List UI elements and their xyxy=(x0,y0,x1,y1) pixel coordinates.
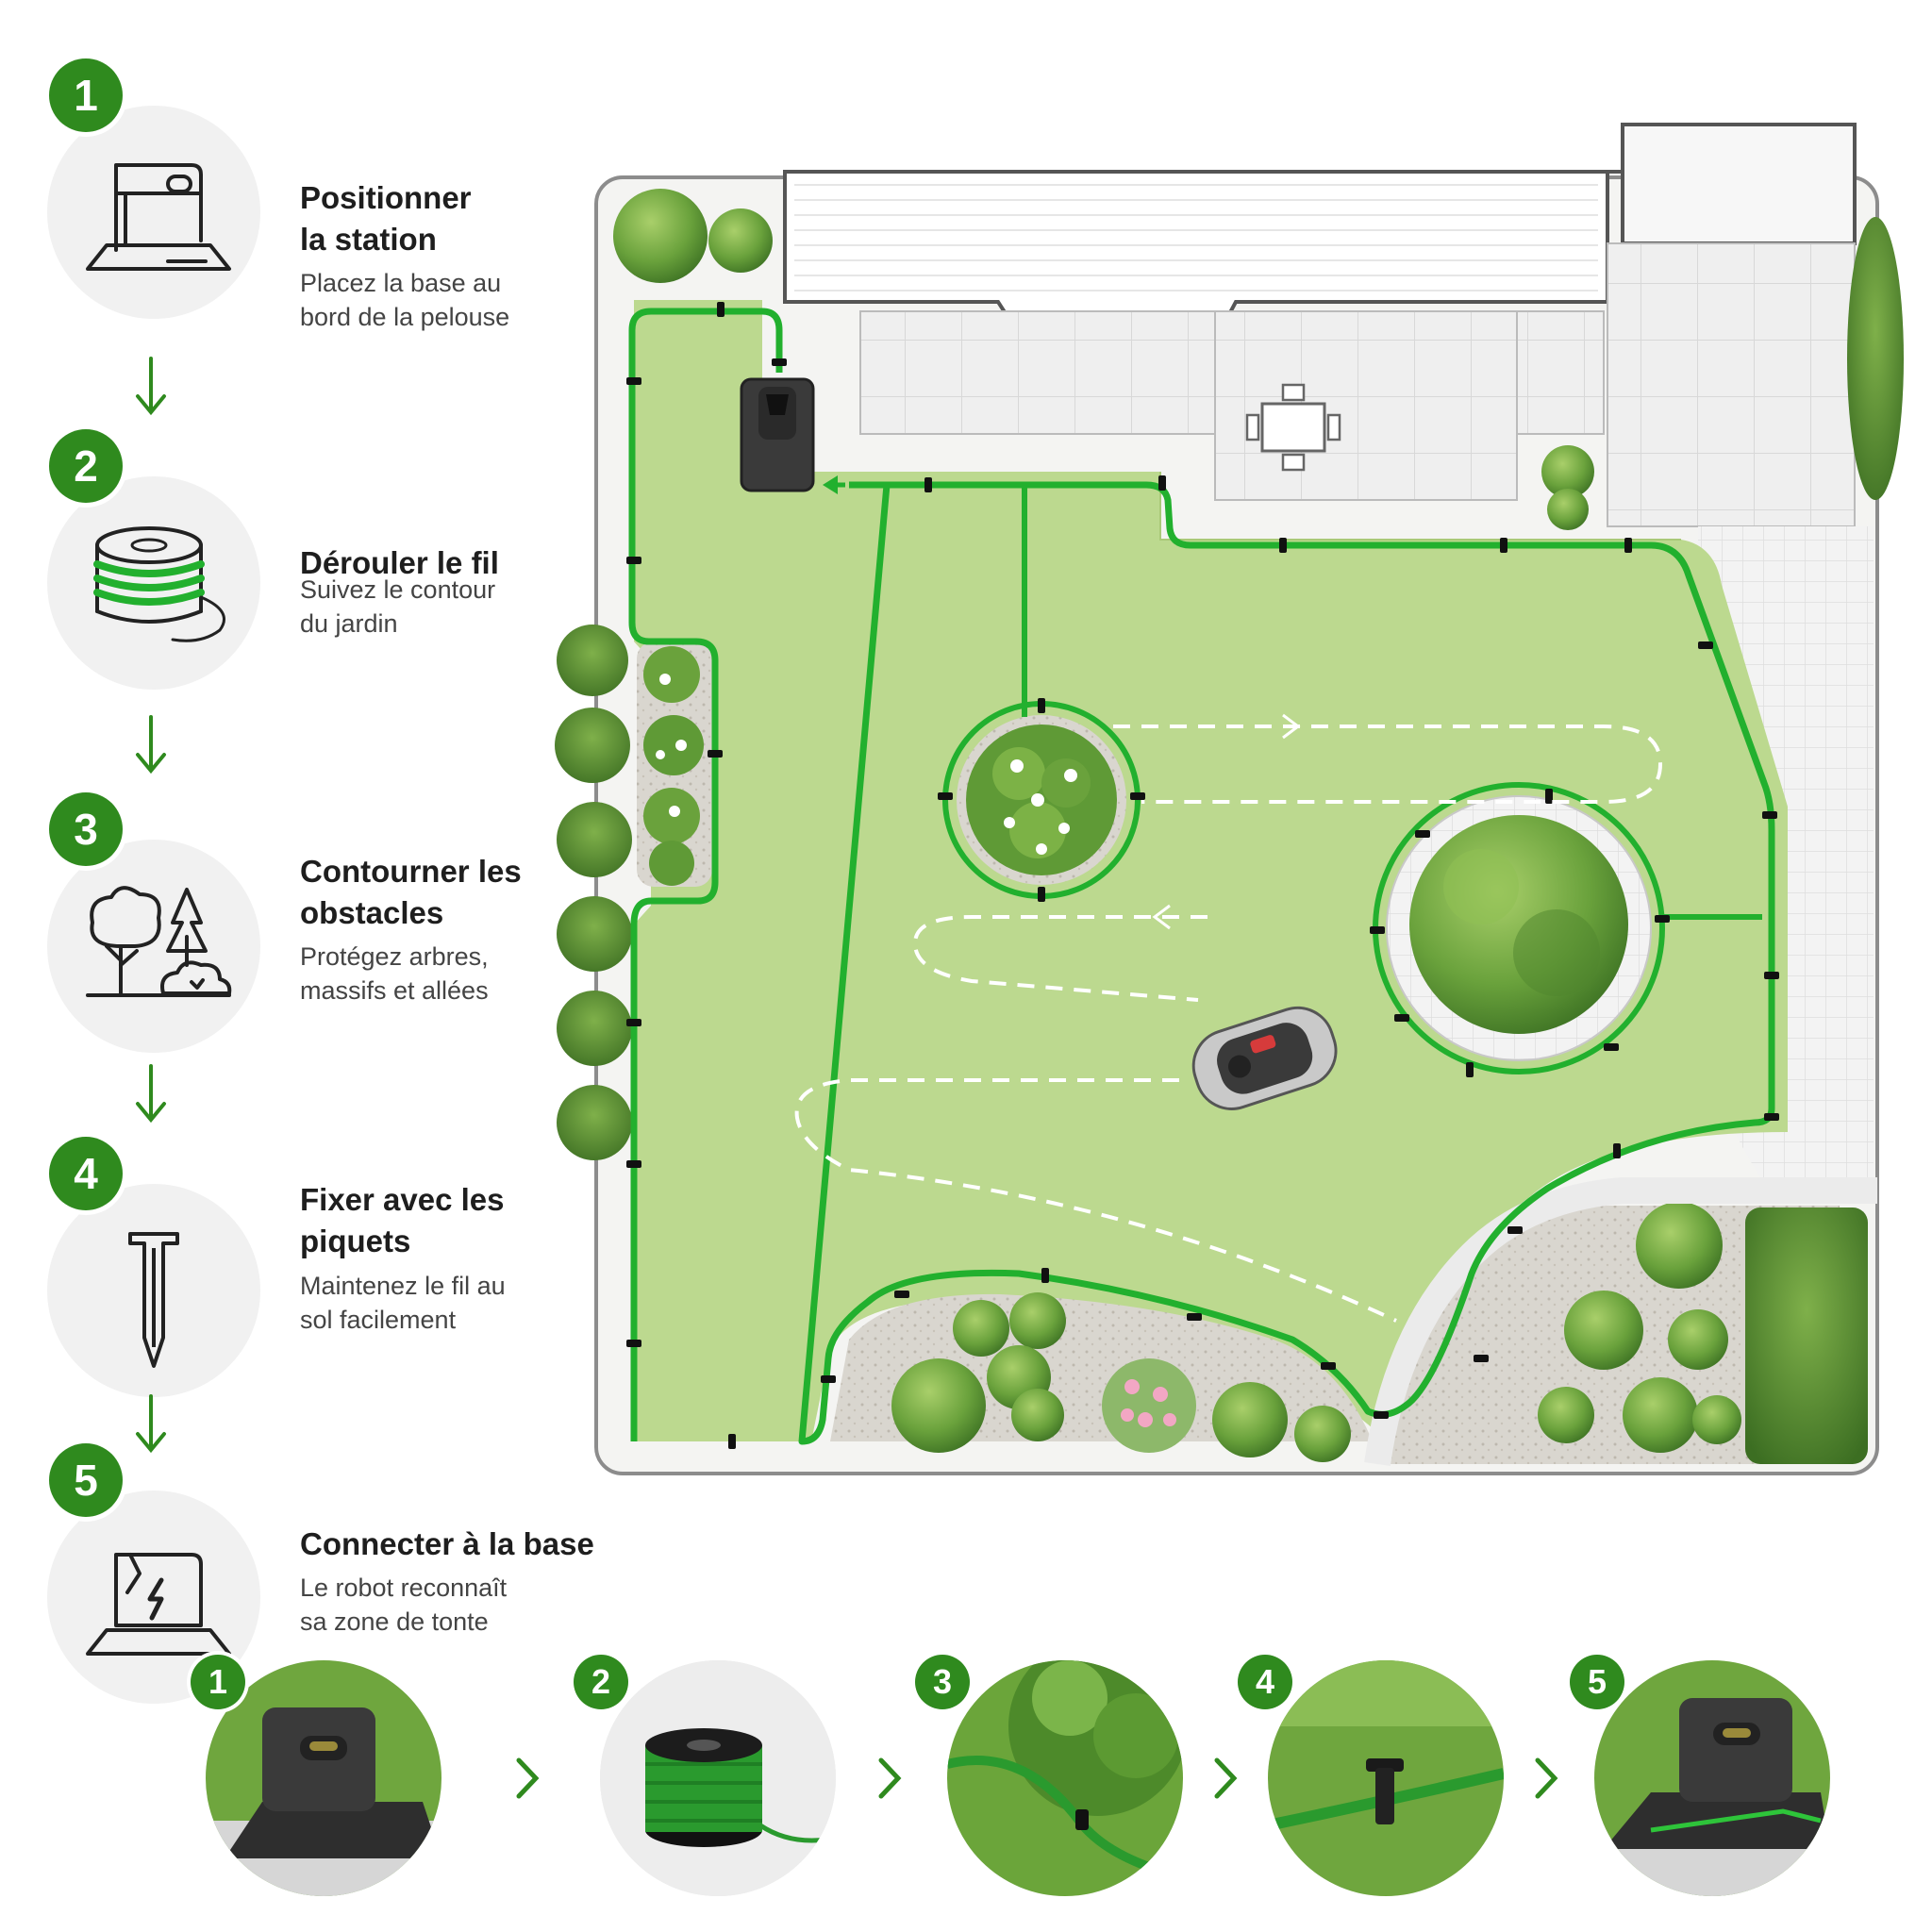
step-1: 1 Positionner la station Placez la base … xyxy=(0,58,604,341)
chevron-right-icon xyxy=(1535,1757,1558,1799)
step-desc-line: sa zone de tonte xyxy=(300,1607,489,1636)
photo-number: 1 xyxy=(191,1655,245,1709)
step-desc-line: sol facilement xyxy=(300,1306,457,1334)
step-title-line: Dérouler le fil xyxy=(300,545,499,580)
arrow-down-icon xyxy=(136,715,166,774)
step-title-line: Connecter à la base xyxy=(300,1526,594,1561)
chevron-right-icon xyxy=(1214,1757,1238,1799)
step-title-line: piquets xyxy=(300,1224,411,1258)
charging-station-icon xyxy=(47,106,260,319)
peg-in-grass-photo xyxy=(1268,1660,1504,1896)
step-title: Connecter à la base xyxy=(300,1524,602,1565)
step-description: Protégez arbres, massifs et allées xyxy=(300,940,602,1008)
step-desc-line: Protégez arbres, xyxy=(300,942,489,971)
wire-spool-photo xyxy=(600,1660,836,1896)
garden-plan xyxy=(555,123,1904,1475)
step-number: 3 xyxy=(49,792,123,866)
wire-around-bush-photo xyxy=(947,1660,1183,1896)
step-desc-line: massifs et allées xyxy=(300,976,489,1005)
step-title: Positionner la station xyxy=(300,177,602,260)
step-title-line: Fixer avec les xyxy=(300,1182,505,1217)
step-number: 4 xyxy=(49,1137,123,1210)
charging-station xyxy=(740,377,815,492)
arrow-down-icon xyxy=(136,1394,166,1454)
step-number: 2 xyxy=(49,429,123,503)
step-title-line: la station xyxy=(300,222,437,257)
wire-spool-icon xyxy=(47,476,260,690)
step-number: 5 xyxy=(49,1443,123,1517)
step-desc-line: Maintenez le fil au xyxy=(300,1272,506,1300)
right-edge-shrubs xyxy=(1541,217,1904,530)
step-desc-line: Placez la base au xyxy=(300,269,502,297)
photo-strip: 1 2 3 xyxy=(0,1641,1932,1924)
photo-number: 2 xyxy=(574,1655,628,1709)
garden-path xyxy=(1364,1177,1877,1466)
patio xyxy=(1214,310,1518,501)
step-title: Fixer avec les piquets xyxy=(300,1179,602,1262)
arrow-down-icon xyxy=(136,357,166,416)
step-4: 4 Fixer avec les piquets Maintenez le fi… xyxy=(0,1137,604,1420)
step-title-line: Contourner les xyxy=(300,854,522,889)
step-desc-line: du jardin xyxy=(300,609,398,638)
peg-icon xyxy=(47,1184,260,1397)
chevron-right-icon xyxy=(878,1757,902,1799)
mowing-path xyxy=(794,724,1663,1323)
step-description: Le robot reconnaît sa zone de tonte xyxy=(300,1571,602,1639)
round-flower-bed xyxy=(957,715,1126,885)
lawn xyxy=(634,300,1788,1441)
boundary-wire xyxy=(628,308,1775,1445)
step-title-line: obstacles xyxy=(300,895,444,930)
step-3: 3 Contourner les obstacles Protégez arbr… xyxy=(0,792,604,1075)
step-5: 5 Connecter à la base Le robot reconnaît… xyxy=(0,1443,604,1726)
photo-number: 4 xyxy=(1238,1655,1292,1709)
trees-icon xyxy=(47,840,260,1053)
wire-pegs xyxy=(626,302,1779,1449)
step-description: Suivez le contour du jardin xyxy=(300,573,602,641)
patio-table xyxy=(1245,383,1341,472)
step-title: Contourner les obstacles xyxy=(300,851,602,934)
arrow-down-icon xyxy=(136,1064,166,1124)
driveway xyxy=(1607,242,1856,527)
photo-number: 5 xyxy=(1570,1655,1624,1709)
house-roof xyxy=(783,123,1857,389)
round-tree-bed xyxy=(1386,795,1652,1061)
left-hedge xyxy=(555,625,632,1160)
bottom-flower-bed xyxy=(830,1292,1373,1462)
photo-number: 3 xyxy=(915,1655,970,1709)
corner-shrubs xyxy=(613,189,773,283)
step-desc-line: Le robot reconnaît xyxy=(300,1574,508,1602)
chevron-right-icon xyxy=(516,1757,540,1799)
left-flower-bed xyxy=(637,641,712,887)
robot-mower xyxy=(1191,1006,1338,1110)
step-title-line: Positionner xyxy=(300,180,472,215)
step-list: 1 Positionner la station Placez la base … xyxy=(0,0,604,1704)
bottom-right-planting xyxy=(1387,1202,1868,1464)
step-description: Maintenez le fil au sol facilement xyxy=(300,1269,602,1337)
step-desc-line: Suivez le contour xyxy=(300,575,496,604)
station-connected-photo xyxy=(1594,1660,1830,1896)
step-2: 2 Dérouler le fil Suivez le contour du j… xyxy=(0,429,604,712)
step-description: Placez la base au bord de la pelouse xyxy=(300,266,602,334)
step-number: 1 xyxy=(49,58,123,132)
step-title: Dérouler le fil xyxy=(300,542,602,584)
step-desc-line: bord de la pelouse xyxy=(300,303,510,331)
